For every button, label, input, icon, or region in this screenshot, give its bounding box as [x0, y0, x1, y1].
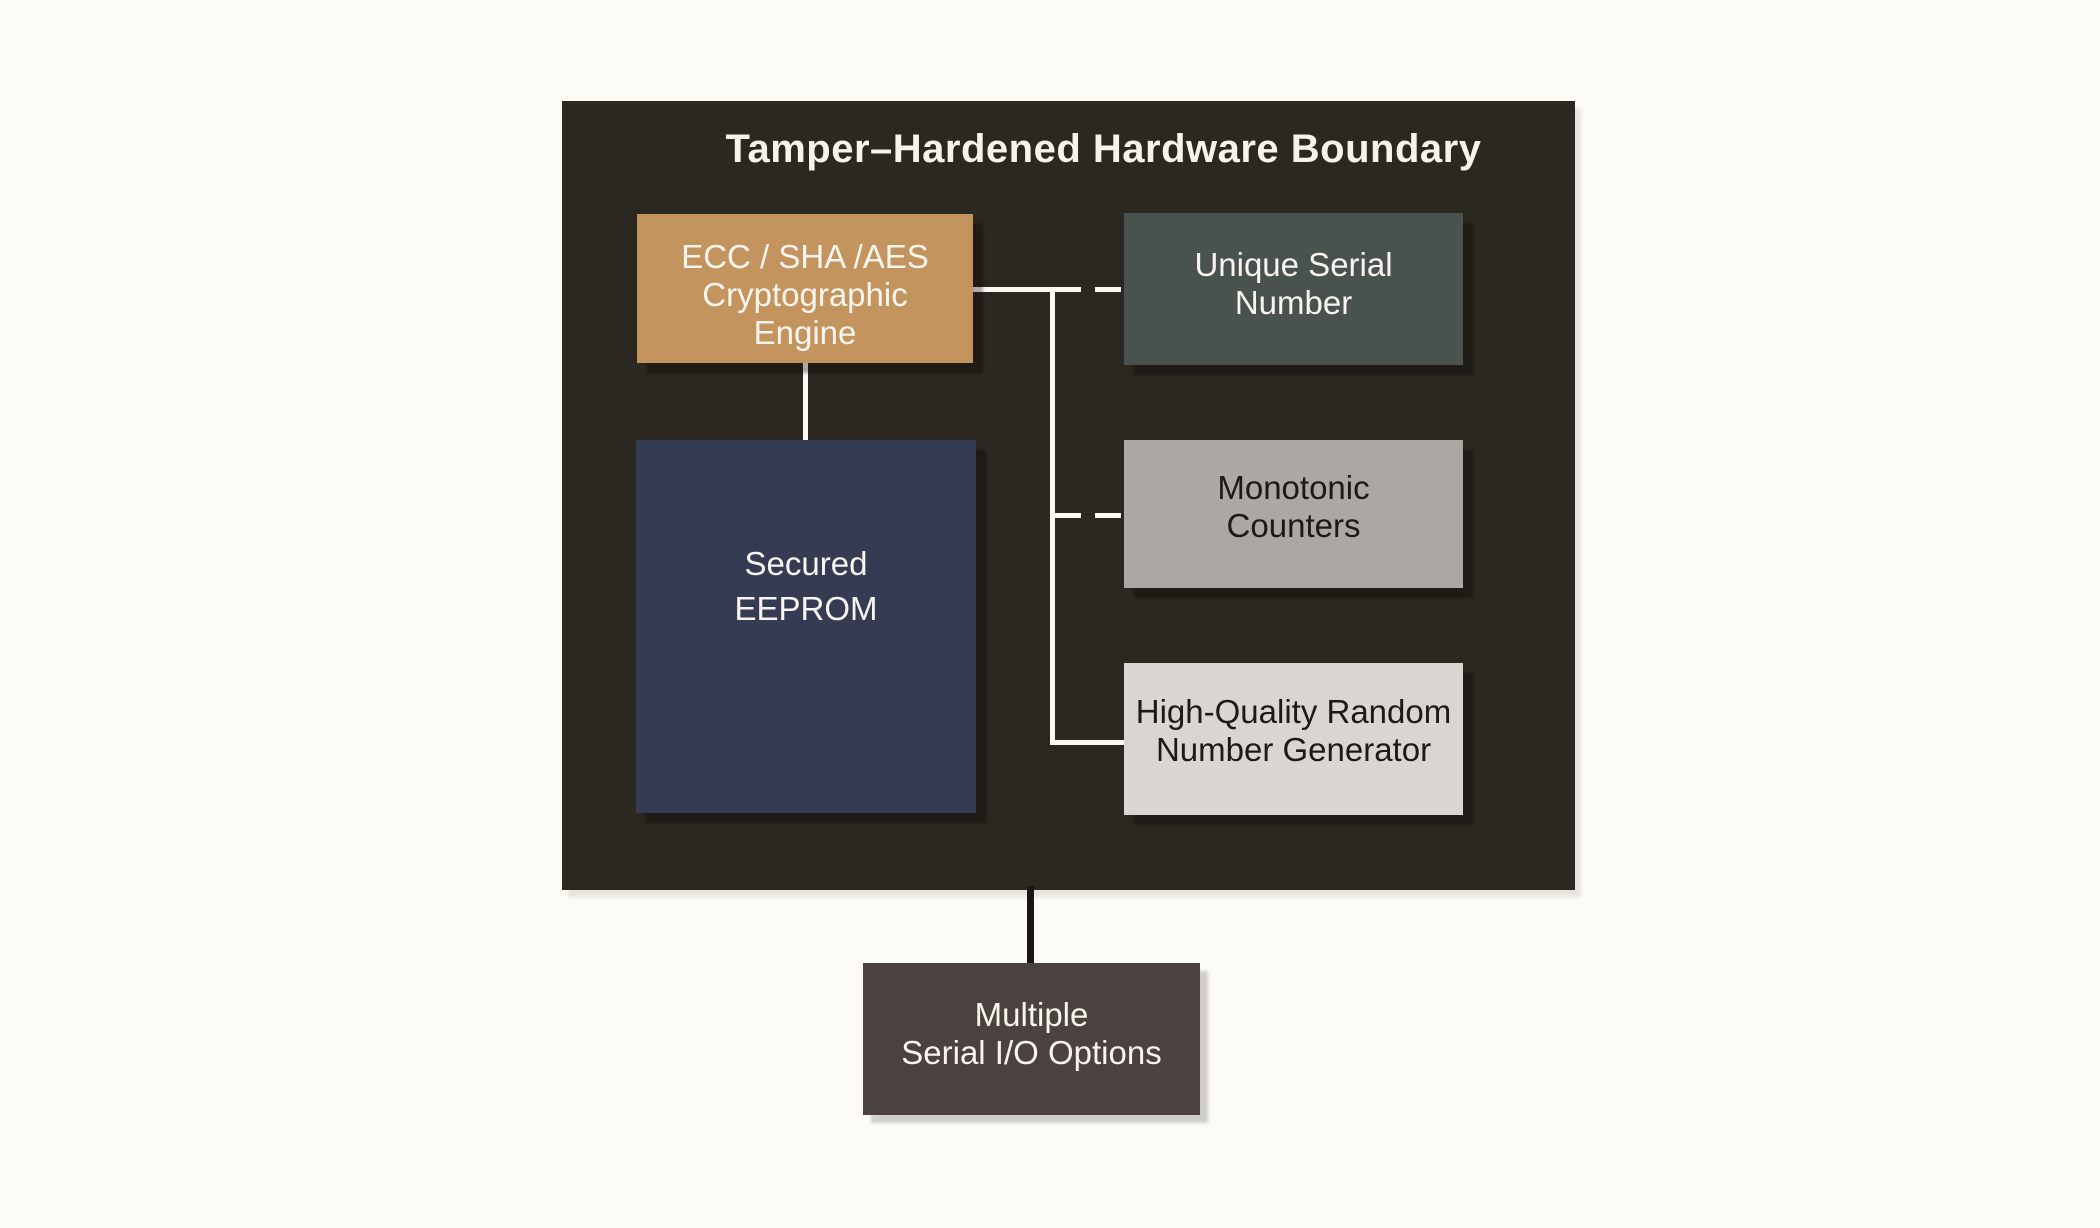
node-serial-io-options: Multiple Serial I/O Options: [863, 963, 1200, 1115]
connector-crypto-to-trunk: [972, 287, 1055, 292]
node-label-line: Secured: [744, 544, 868, 582]
node-label-line: Serial I/O Options: [901, 1034, 1162, 1071]
node-label-line: EEPROM: [734, 589, 878, 627]
node-label-line: Number Generator: [1155, 731, 1432, 768]
connector-to-rng: [1050, 740, 1124, 745]
node-random-number-generator: High-Quality Random Number Generator: [1124, 663, 1463, 815]
node-label-line: Number: [1234, 284, 1353, 321]
node-monotonic-counters: Monotonic Counters: [1124, 440, 1463, 588]
boundary-title: Tamper–Hardened Hardware Boundary: [725, 127, 1482, 171]
node-secured-eeprom: Secured EEPROM: [636, 440, 976, 813]
connector-boundary-to-serial-io: [1027, 886, 1034, 964]
node-label-line: ECC / SHA /AES: [681, 237, 929, 275]
node-unique-serial-number: Unique Serial Number: [1124, 213, 1463, 365]
node-label-line: Counters: [1226, 507, 1361, 544]
node-label-line: Multiple: [974, 996, 1089, 1033]
connector-trunk-vertical: [1050, 287, 1055, 745]
node-label-line: Engine: [753, 313, 857, 351]
node-label-line: Cryptographic: [702, 275, 908, 313]
tamper-hardened-boundary: Tamper–Hardened Hardware Boundary ECC / …: [562, 101, 1575, 890]
connector-dashed-to-unique-serial: [1055, 287, 1124, 292]
node-label-line: Monotonic: [1217, 469, 1370, 506]
node-label-line: Unique Serial: [1194, 246, 1393, 283]
node-crypto-engine: ECC / SHA /AES Cryptographic Engine: [637, 214, 973, 363]
connector-dashed-to-monotonic: [1055, 513, 1124, 518]
connector-crypto-to-eeprom: [803, 361, 808, 441]
node-label-line: High-Quality Random: [1135, 693, 1452, 730]
